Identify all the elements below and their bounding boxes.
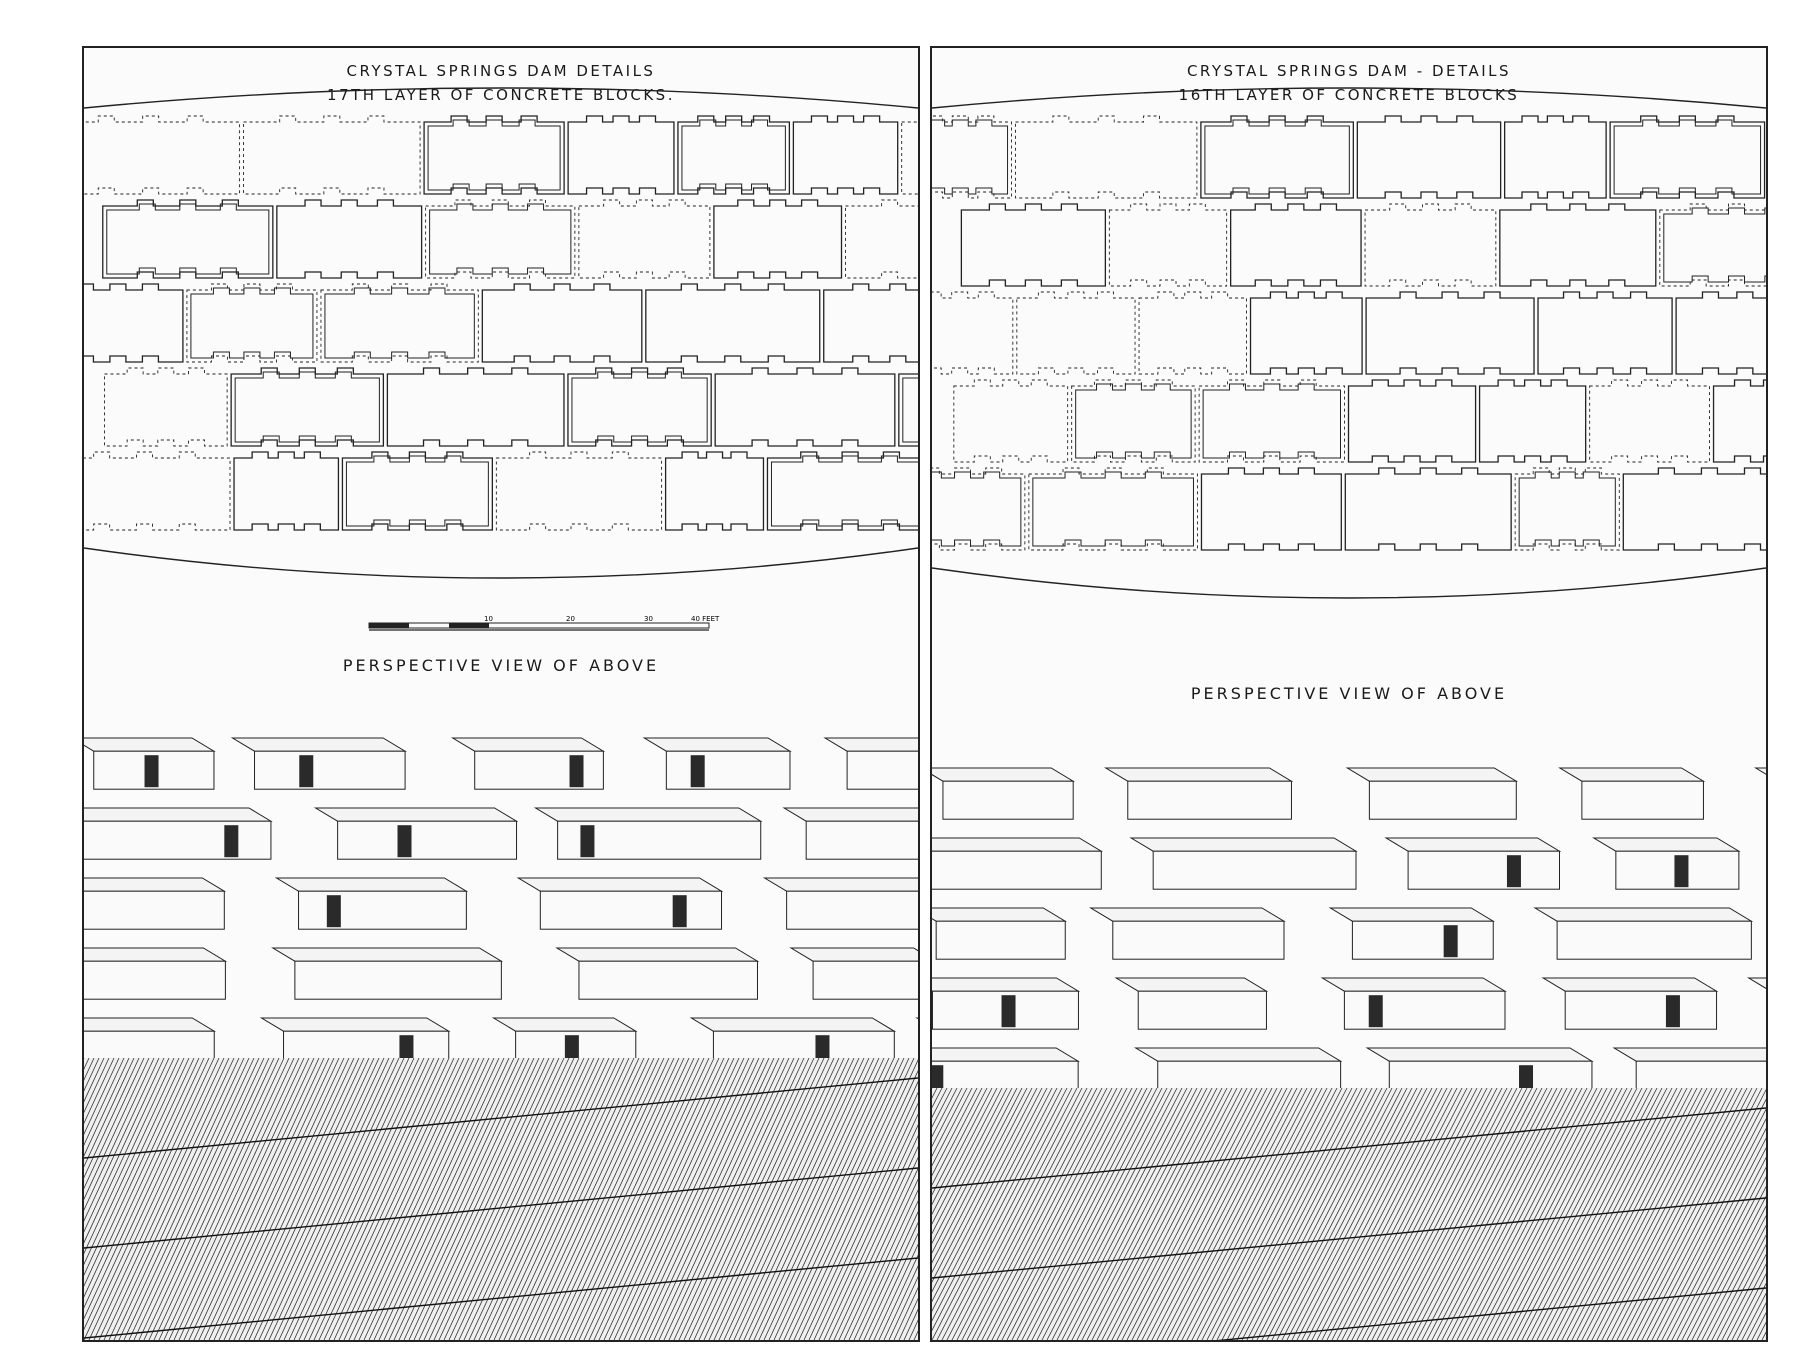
scale-tick-30: 30 [644, 615, 653, 623]
right-plan-and-perspective-drawing [932, 87, 1766, 1340]
left-title: CRYSTAL SPRINGS DAM DETAILS [346, 62, 656, 80]
left-plan-and-perspective-drawing [84, 87, 918, 1340]
left-drawing-panel: CRYSTAL SPRINGS DAM DETAILS 17TH LAYER O… [82, 46, 920, 1342]
right-title: CRYSTAL SPRINGS DAM - DETAILS [1186, 62, 1512, 80]
right-drawing-panel: CRYSTAL SPRINGS DAM - DETAILS 16TH LAYER… [930, 46, 1768, 1342]
left-subtitle: 17TH LAYER OF CONCRETE BLOCKS. [327, 86, 675, 104]
right-subtitle: 16TH LAYER OF CONCRETE BLOCKS [1178, 86, 1520, 104]
scale-tick-40-feet: 40 FEET [691, 615, 720, 623]
left-scale-bar: 10 20 30 40 FEET [368, 615, 720, 631]
left-perspective-label: PERSPECTIVE VIEW OF ABOVE [342, 656, 660, 675]
scale-tick-20: 20 [566, 615, 575, 623]
right-perspective-label: PERSPECTIVE VIEW OF ABOVE [1190, 684, 1508, 703]
scale-tick-10: 10 [484, 615, 493, 623]
